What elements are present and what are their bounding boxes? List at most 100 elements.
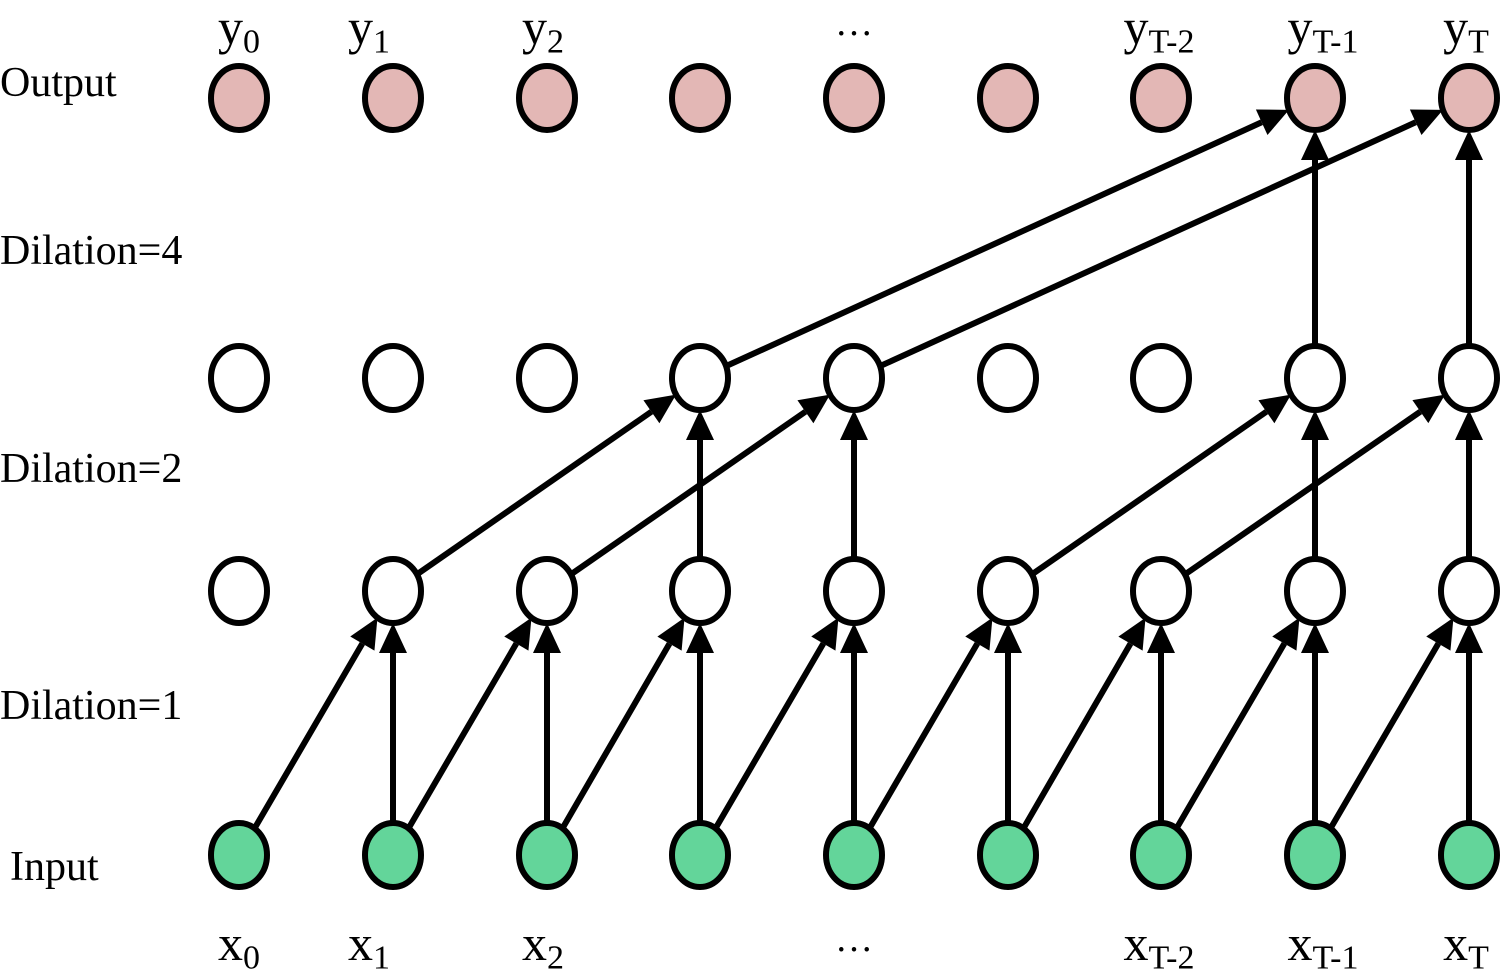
arrowhead-icon — [1412, 394, 1446, 424]
node-hidden1 — [362, 556, 424, 626]
arrowhead-icon — [1258, 394, 1292, 424]
edge-line — [712, 642, 826, 830]
output-label-subscript: T-1 — [1312, 23, 1359, 61]
arrowhead-icon — [811, 617, 839, 651]
row-label-dilation-1: Dilation=1 — [0, 683, 183, 729]
node-hidden2 — [516, 343, 578, 413]
arrowhead-icon — [994, 623, 1022, 653]
node-hidden2 — [362, 343, 424, 413]
node-hidden2 — [1284, 343, 1346, 413]
node-input — [823, 820, 885, 890]
input-label-subscript: 0 — [243, 939, 260, 977]
arrowhead-icon — [1409, 109, 1443, 136]
output-label-base: y — [218, 0, 243, 55]
node-hidden1 — [1438, 556, 1500, 626]
node-input — [1438, 820, 1500, 890]
arrowhead-icon — [1118, 617, 1146, 651]
node-hidden1 — [516, 556, 578, 626]
arrowhead-icon — [643, 394, 677, 424]
arrowhead-icon — [1426, 617, 1454, 651]
input-label-base: x — [218, 915, 243, 971]
arrowhead-icon — [840, 623, 868, 653]
node-input — [362, 820, 424, 890]
input-label-subscript: T-1 — [1312, 939, 1359, 977]
node-output — [669, 63, 731, 133]
arrowhead-icon — [686, 410, 714, 440]
output-label: y2 — [522, 2, 564, 60]
node-hidden1 — [977, 556, 1039, 626]
output-label-subscript: T — [1468, 23, 1489, 61]
node-hidden1 — [208, 556, 270, 626]
arrowhead-icon — [686, 623, 714, 653]
node-input — [516, 820, 578, 890]
arrowhead-icon — [1147, 623, 1175, 653]
input-label-base: x — [1443, 915, 1469, 971]
input-label-subscript: T — [1468, 939, 1489, 977]
arrowhead-icon — [533, 623, 561, 653]
output-label-base: y — [1443, 0, 1469, 55]
node-hidden2 — [669, 343, 731, 413]
output-label-base: y — [1123, 0, 1149, 55]
input-label: xT — [1443, 918, 1489, 976]
node-input — [669, 820, 731, 890]
input-ellipsis: … — [835, 918, 873, 960]
output-label-subscript: T-2 — [1148, 23, 1195, 61]
input-label-base: x — [1287, 915, 1313, 971]
node-output — [1438, 63, 1500, 133]
output-label: yT-2 — [1124, 2, 1195, 60]
output-label-base: y — [1287, 0, 1313, 55]
node-hidden1 — [1130, 556, 1192, 626]
input-label-base: x — [1123, 915, 1149, 971]
row-label-dilation-2: Dilation=2 — [0, 446, 183, 492]
output-label-subscript: 1 — [373, 23, 390, 61]
node-output — [1130, 63, 1192, 133]
output-label: y1 — [348, 2, 390, 60]
arrowhead-icon — [965, 617, 993, 651]
edge-line — [1327, 642, 1441, 830]
node-input — [1130, 820, 1192, 890]
edges-group — [251, 109, 1483, 830]
input-label-base: x — [522, 915, 547, 971]
arrowhead-icon — [350, 617, 378, 651]
input-label: xT-2 — [1124, 918, 1195, 976]
edge-line — [1183, 409, 1423, 577]
arrowhead-icon — [1301, 130, 1329, 160]
output-label: y0 — [218, 2, 260, 60]
node-hidden2 — [1438, 343, 1500, 413]
input-label: x0 — [218, 918, 260, 976]
row-label-output: Output — [0, 60, 117, 106]
edge-line — [251, 642, 365, 830]
edge-line — [724, 119, 1263, 369]
edge-line — [1030, 409, 1269, 577]
edge-line — [878, 119, 1417, 369]
node-output — [1284, 63, 1346, 133]
edge-line — [866, 642, 980, 830]
node-input — [977, 820, 1039, 890]
input-label-subscript: 1 — [373, 939, 390, 977]
output-label-base: y — [522, 0, 547, 55]
arrowhead-icon — [1455, 410, 1483, 440]
input-label: x2 — [522, 918, 564, 976]
output-label: yT-1 — [1288, 2, 1359, 60]
node-input — [208, 820, 270, 890]
input-label: x1 — [348, 918, 390, 976]
output-ellipsis: … — [835, 2, 873, 44]
arrowhead-icon — [504, 617, 532, 651]
node-output — [208, 63, 270, 133]
arrowhead-icon — [1455, 623, 1483, 653]
output-label-subscript: 0 — [243, 23, 260, 61]
arrowhead-icon — [1455, 130, 1483, 160]
node-hidden2 — [208, 343, 270, 413]
arrowhead-icon — [379, 623, 407, 653]
node-output — [823, 63, 885, 133]
arrowhead-icon — [840, 410, 868, 440]
input-label-subscript: T-2 — [1148, 939, 1195, 977]
node-hidden2 — [1130, 343, 1192, 413]
node-hidden1 — [823, 556, 885, 626]
node-hidden1 — [1284, 556, 1346, 626]
output-label-base: y — [348, 0, 373, 55]
arrowhead-icon — [797, 394, 831, 424]
row-label-dilation-4: Dilation=4 — [0, 228, 183, 274]
edge-line — [559, 642, 673, 830]
